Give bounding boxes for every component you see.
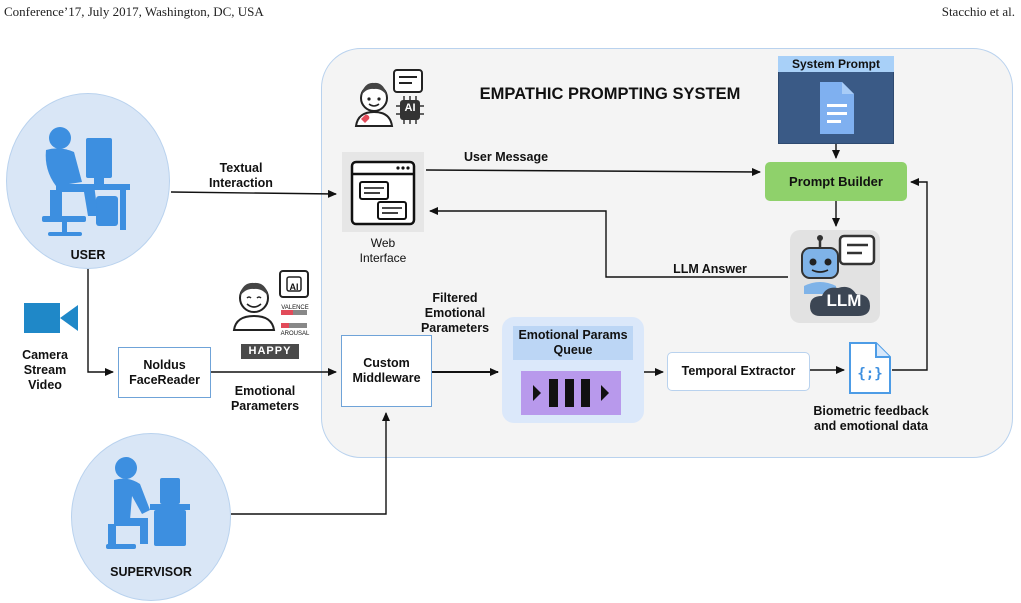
running-header: Conference’17, July 2017, Washington, DC… — [4, 4, 264, 19]
web-interface-label: Web Interface — [359, 236, 407, 265]
llm-robot-icon — [801, 234, 876, 316]
user-at-desk-icon — [42, 127, 130, 236]
filtered-params-label: Filtered Emotional Parameters — [420, 291, 490, 335]
user-label: USER — [70, 248, 106, 262]
json-glyph: {;} — [857, 366, 883, 382]
ai-badge-label: AI — [289, 282, 299, 292]
biometric-label: Biometric feedback and emotional data — [813, 404, 929, 433]
json-file-icon — [849, 342, 891, 394]
arrow-llm-answer — [429, 207, 788, 278]
arrow-supervisor-to-middleware — [231, 412, 390, 515]
arrow-textual-interaction — [170, 189, 337, 198]
web-interface-icon — [342, 152, 424, 232]
temporal-extractor-box: Temporal Extractor — [667, 352, 810, 391]
supervisor-at-desk-icon — [106, 457, 190, 549]
supervisor-label: SUPERVISOR — [110, 565, 192, 579]
arrow-user-to-facereader — [87, 269, 114, 376]
textual-interaction-label: Textual Interaction — [209, 161, 273, 190]
llm-label: LLM — [826, 291, 862, 310]
system-title: EMPATHIC PROMPTING SYSTEM — [479, 85, 741, 103]
happy-face-icon — [232, 270, 309, 331]
happy-badge: HAPPY — [241, 344, 299, 359]
arousal-label: AROUSAL — [280, 331, 310, 337]
emotional-params-label: Emotional Parameters — [230, 384, 300, 413]
camera-label: Camera Stream Video — [22, 348, 68, 392]
empathic-ai-icon — [354, 69, 424, 127]
user-message-label: User Message — [463, 150, 549, 164]
queue-bars-icon — [521, 371, 621, 415]
valence-label: VALENCE — [281, 305, 309, 311]
llm-answer-label: LLM Answer — [673, 262, 747, 276]
queue-title: Emotional Params Queue — [513, 326, 633, 360]
document-icon — [820, 82, 854, 134]
author-header: Stacchio et al. — [941, 4, 1015, 19]
middleware-box: Custom Middleware — [341, 335, 432, 407]
prompt-builder-box: Prompt Builder — [765, 162, 907, 201]
supervisor-node — [71, 433, 231, 601]
facereader-box: Noldus FaceReader — [118, 347, 211, 398]
system-panel — [321, 48, 1013, 458]
user-node — [6, 93, 170, 269]
system-prompt-title: System Prompt — [778, 56, 894, 72]
video-camera-icon — [24, 303, 78, 333]
arrow-user-message — [425, 167, 761, 176]
ai-chip-label: AI — [404, 102, 416, 114]
arrow-json-to-builder — [892, 178, 928, 371]
